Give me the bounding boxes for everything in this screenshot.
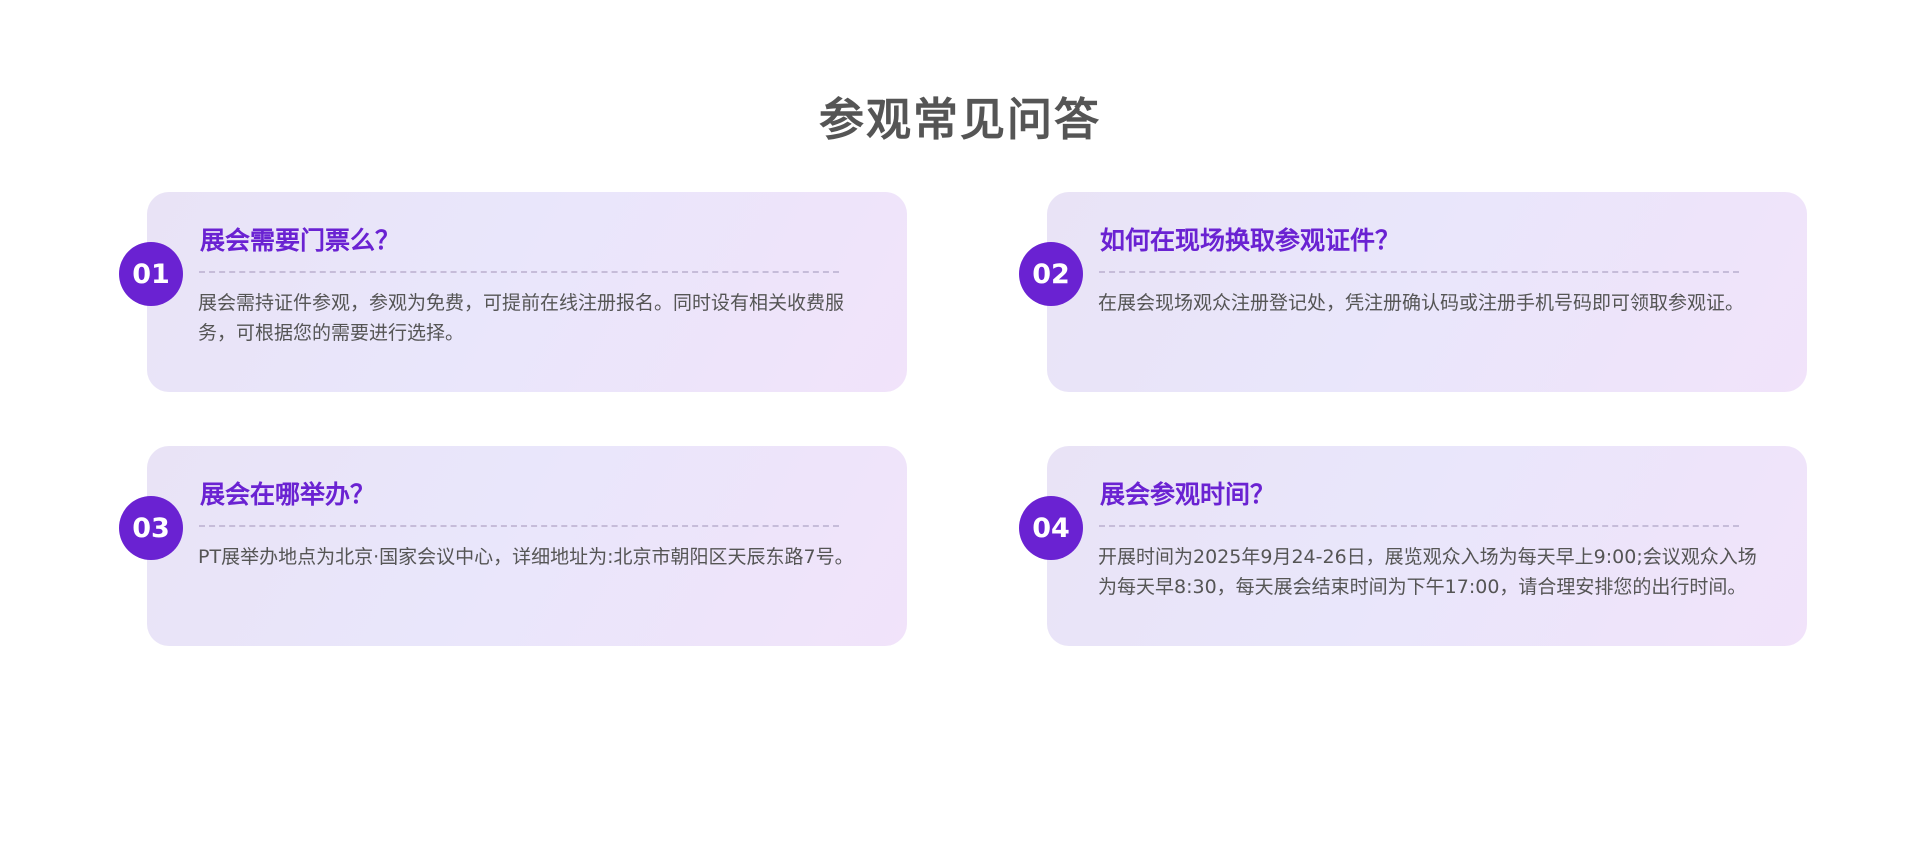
dashed-divider xyxy=(1099,525,1739,527)
faq-question: 展会需要门票么？ xyxy=(200,226,401,255)
faq-answer: PT展举办地点为北京·国家会议中心，详细地址为:北京市朝阳区天辰东路7号。 xyxy=(198,546,854,568)
faq-number-badge: 03 xyxy=(119,496,183,560)
page-title: 参观常见问答 xyxy=(818,93,1101,146)
faq-question: 如何在现场换取参观证件？ xyxy=(1100,226,1401,255)
faq-question: 展会在哪举办？ xyxy=(200,480,376,509)
faq-answer: 展会需持证件参观，参观为免费，可提前在线注册报名。同时设有相关收费服务，可根据您… xyxy=(198,292,845,344)
dashed-divider xyxy=(199,525,839,527)
faq-answer: 开展时间为2025年9月24-26日，展览观众入场为每天早上9:00;会议观众入… xyxy=(1098,546,1757,598)
dashed-divider xyxy=(1099,271,1739,273)
faq-card-4: 04 展会参观时间？ 开展时间为2025年9月24-26日，展览观众入场为每天早… xyxy=(1019,446,1807,646)
faq-answer: 在展会现场观众注册登记处，凭注册确认码或注册手机号码即可领取参观证。 xyxy=(1098,292,1745,314)
faq-question: 展会参观时间？ xyxy=(1100,480,1276,509)
faq-number-badge: 04 xyxy=(1019,496,1083,560)
faq-card-2: 02 如何在现场换取参观证件？ 在展会现场观众注册登记处，凭注册确认码或注册手机… xyxy=(1019,192,1807,392)
faq-card-1: 01 展会需要门票么？ 展会需持证件参观，参观为免费，可提前在线注册报名。同时设… xyxy=(119,192,907,392)
dashed-divider xyxy=(199,271,839,273)
faq-card-3: 03 展会在哪举办？ PT展举办地点为北京·国家会议中心，详细地址为:北京市朝阳… xyxy=(119,446,907,646)
faq-number-badge: 01 xyxy=(119,242,183,306)
faq-number-badge: 02 xyxy=(1019,242,1083,306)
